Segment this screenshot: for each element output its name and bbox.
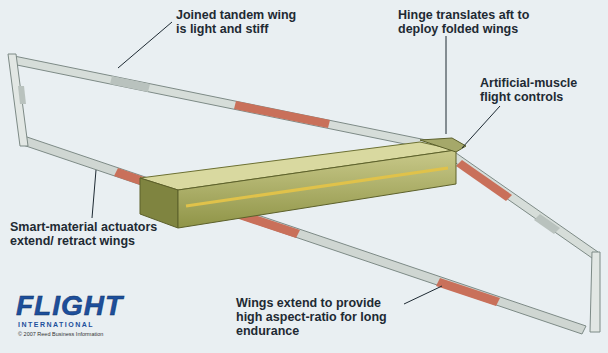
left-strut [8, 54, 28, 146]
copyright-note: © 2007 Reed Business Information [18, 331, 158, 338]
callout-label: Smart-material actuators extend/ retract… [10, 220, 190, 248]
fuselage [140, 138, 466, 228]
hinge [420, 138, 466, 152]
callout-label: Wings extend to provide high aspect-rati… [236, 296, 402, 338]
publication-logo: FLIGHT [16, 292, 136, 320]
callout-label: Joined tandem wing is light and stiff [176, 8, 306, 36]
right-strut [590, 252, 600, 332]
callout-label: Hinge translates aft to deploy folded wi… [398, 8, 548, 36]
leader-lines [92, 22, 500, 304]
logo-subtitle: INTERNATIONAL [18, 321, 138, 329]
callout-label: Artificial-muscle flight controls [480, 76, 590, 104]
strut-joint [18, 86, 26, 104]
